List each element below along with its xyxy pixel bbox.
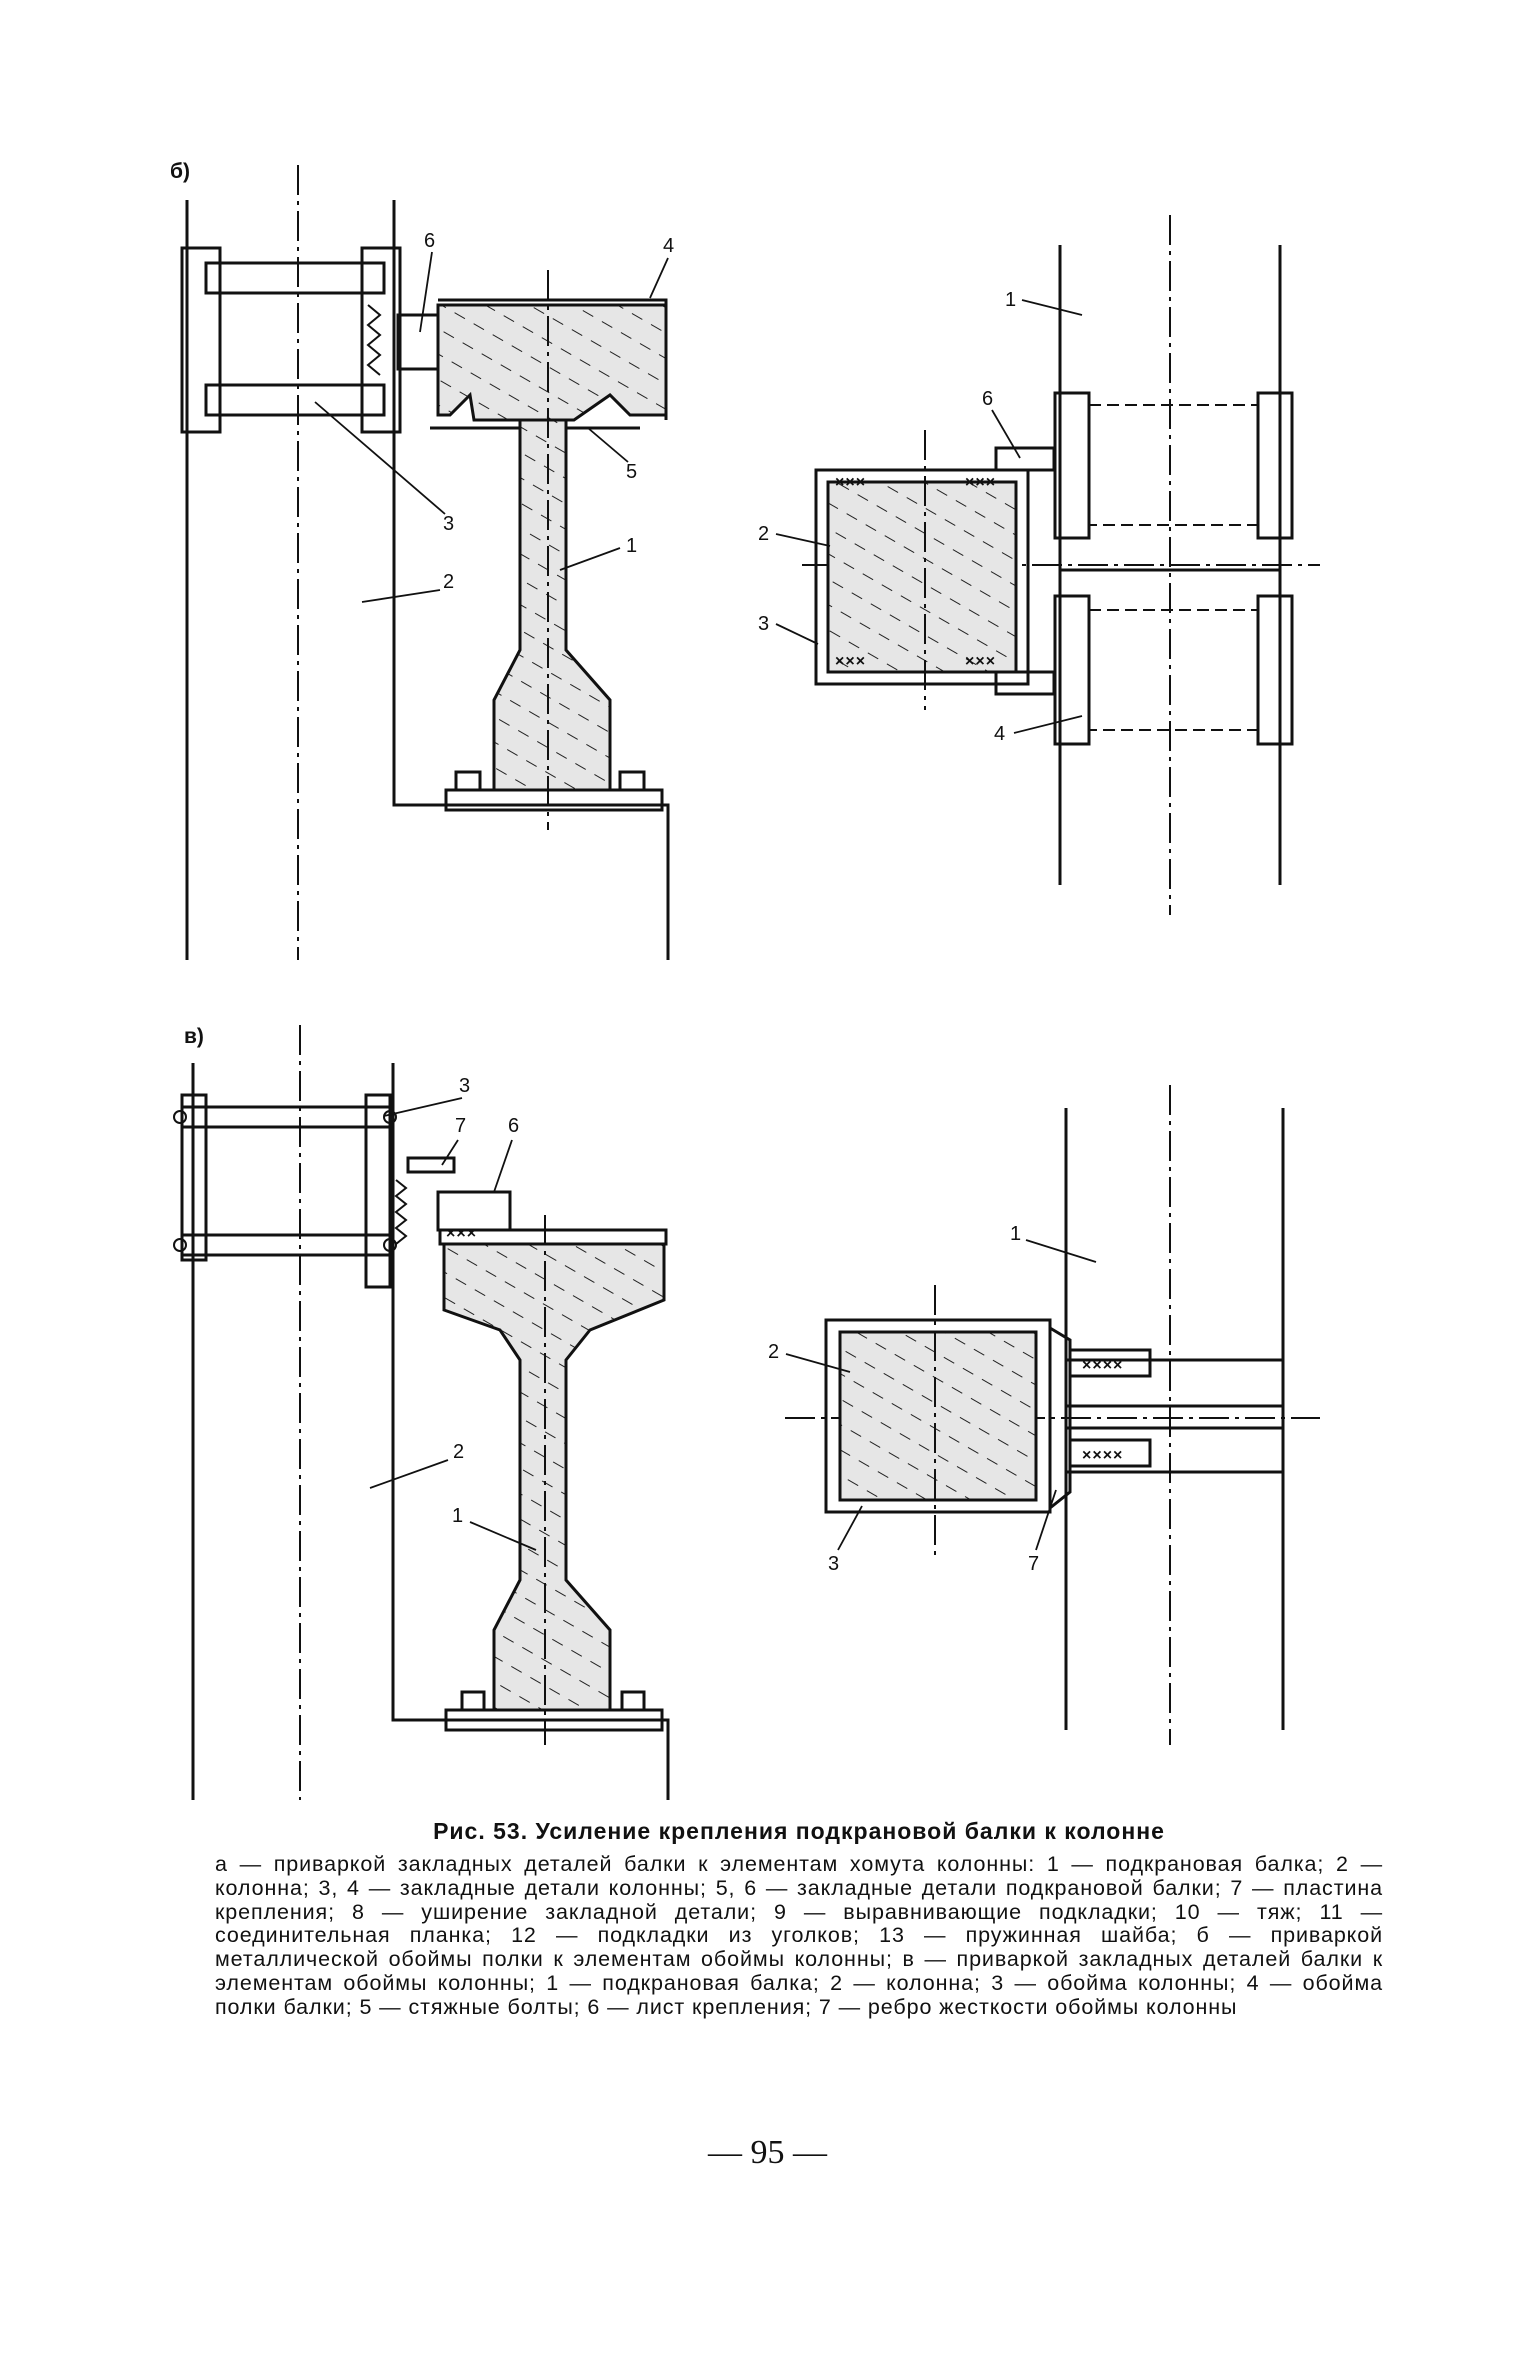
- panel-b-label: б): [170, 160, 190, 183]
- caption-title: Рис. 53. Усиление крепления подкрановой …: [433, 1818, 1165, 1844]
- beam-web: [492, 418, 612, 792]
- beam-base-plate: [444, 788, 664, 812]
- svg-text:3: 3: [828, 1553, 839, 1575]
- svg-text:2: 2: [443, 571, 454, 593]
- figure-caption: Рис. 53. Усиление крепления подкрановой …: [215, 1818, 1383, 2020]
- column-outline-v: [191, 1063, 670, 1800]
- svg-text:2: 2: [768, 1341, 779, 1363]
- svg-text:7: 7: [455, 1115, 466, 1137]
- svg-text:4: 4: [994, 723, 1005, 745]
- svg-text:6: 6: [982, 388, 993, 410]
- svg-text:6: 6: [424, 230, 435, 252]
- svg-text:1: 1: [626, 535, 637, 557]
- clamp-right-plate: [360, 246, 402, 434]
- svg-text:×××: ×××: [835, 474, 866, 491]
- clamp-lower-bar: [204, 383, 386, 417]
- svg-text:2: 2: [453, 1441, 464, 1463]
- page-number: — 95 —: [708, 2134, 827, 2171]
- panel-b-plan: ××× ××× ××× ××× 1 6 2 3 4: [758, 215, 1320, 915]
- callouts-b-right: 1 6 2 3 4: [758, 289, 1083, 745]
- svg-text:5: 5: [626, 461, 637, 483]
- svg-text:×××: ×××: [965, 653, 996, 670]
- figure-drawing: б) 6 4 3 5 1 2: [170, 160, 1320, 1800]
- callouts-b-left: 6 4 3 5 1 2: [314, 230, 674, 603]
- svg-text:1: 1: [452, 1505, 463, 1527]
- svg-text:3: 3: [758, 613, 769, 635]
- panel-v-plan: ×××× ×××× 1 2 3 7: [768, 1085, 1320, 1745]
- caption-text: а — приваркой закладных деталей балки к …: [215, 1852, 1383, 2019]
- svg-text:1: 1: [1010, 1223, 1021, 1245]
- panel-v-elevation: в) ××× 3 7 6 2 1: [173, 1025, 670, 1800]
- clamp-left-plate: [180, 246, 222, 434]
- svg-text:×××: ×××: [965, 474, 996, 491]
- svg-text:××××: ××××: [1082, 1447, 1123, 1464]
- callouts-v-right: 1 2 3 7: [768, 1223, 1097, 1575]
- column-outline: [185, 200, 670, 960]
- callouts-v-left: 3 7 6 2 1: [369, 1075, 537, 1551]
- beam-v: [442, 1242, 666, 1712]
- svg-text:3: 3: [443, 513, 454, 535]
- embedded-plate-6: [396, 313, 440, 371]
- panel-v-label: в): [184, 1025, 204, 1048]
- svg-text:6: 6: [508, 1115, 519, 1137]
- weld-zigzag: [366, 304, 382, 376]
- svg-text:3: 3: [459, 1075, 470, 1097]
- svg-text:××××: ××××: [1082, 1357, 1123, 1374]
- svg-text:4: 4: [663, 235, 674, 257]
- clamp-upper-bar: [204, 261, 386, 295]
- beam-flange: [436, 303, 668, 422]
- beam-section-plan-v: [838, 1330, 1038, 1502]
- svg-text:×××: ×××: [446, 1225, 477, 1242]
- svg-text:×××: ×××: [835, 653, 866, 670]
- svg-text:7: 7: [1028, 1553, 1039, 1575]
- beam-section-plan: [826, 480, 1018, 674]
- panel-b-elevation: б) 6 4 3 5 1 2: [170, 160, 674, 960]
- svg-text:1: 1: [1005, 289, 1016, 311]
- svg-text:2: 2: [758, 523, 769, 545]
- flange-cage: [438, 298, 668, 420]
